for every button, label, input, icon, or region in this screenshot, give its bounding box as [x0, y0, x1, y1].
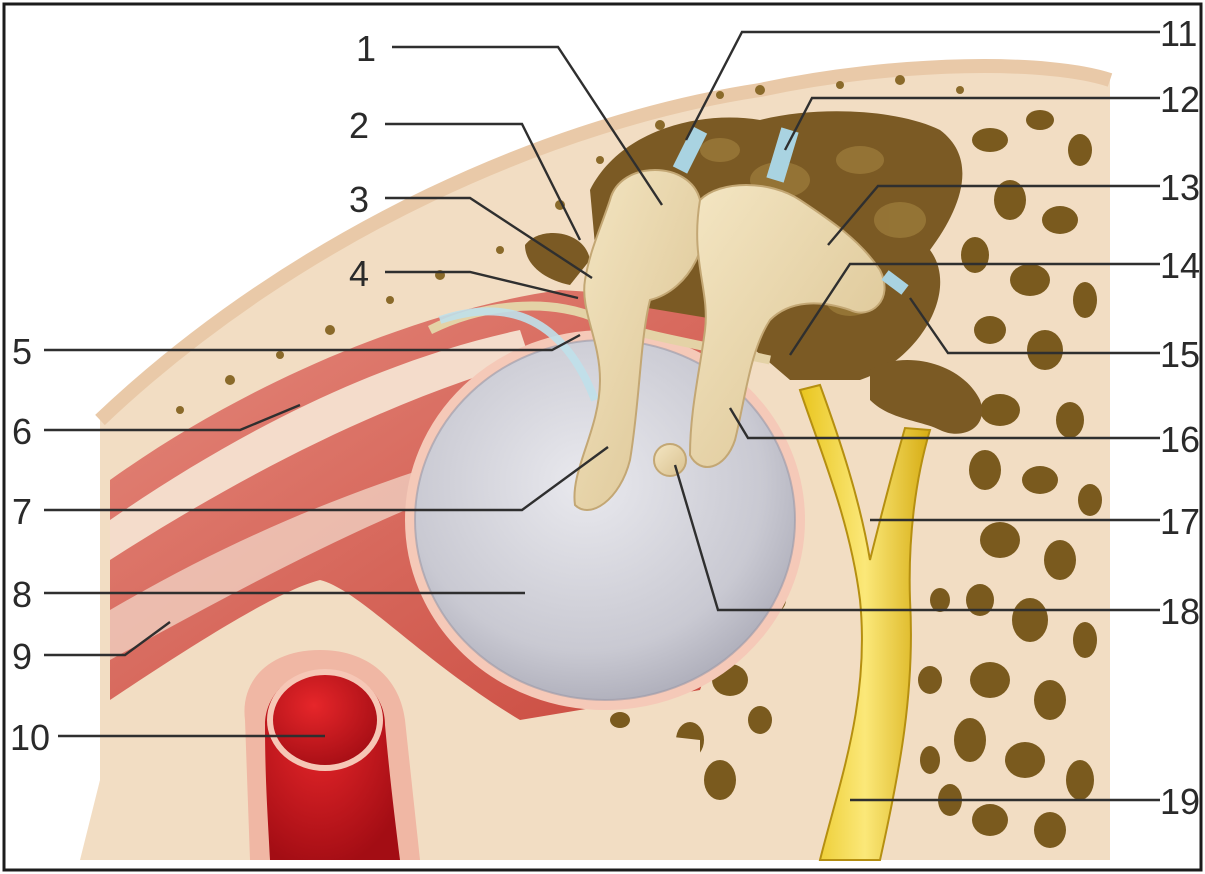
lenticular-process	[654, 444, 686, 476]
label-17: 17	[1160, 501, 1200, 542]
label-2: 2	[349, 105, 369, 146]
label-9: 9	[12, 636, 32, 677]
label-14: 14	[1160, 245, 1200, 286]
label-12: 12	[1160, 79, 1200, 120]
label-18: 18	[1160, 591, 1200, 632]
label-19: 19	[1160, 781, 1200, 822]
label-10: 10	[10, 717, 50, 758]
label-5: 5	[12, 331, 32, 372]
label-4: 4	[349, 253, 369, 294]
label-3: 3	[349, 179, 369, 220]
label-15: 15	[1160, 334, 1200, 375]
label-11: 11	[1160, 13, 1197, 54]
label-1: 1	[356, 28, 376, 69]
label-8: 8	[12, 574, 32, 615]
vessel-lumen	[270, 672, 380, 768]
label-16: 16	[1160, 419, 1200, 460]
label-13: 13	[1160, 167, 1200, 208]
label-6: 6	[12, 411, 32, 452]
label-7: 7	[12, 491, 32, 532]
